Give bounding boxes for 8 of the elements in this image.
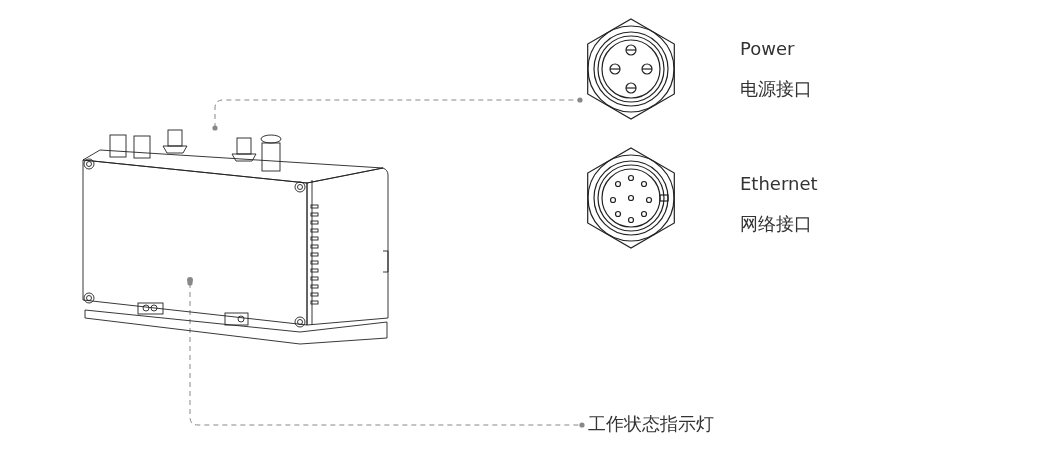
callout-text: 工作状态指示灯 — [587, 413, 714, 434]
connector-label: Power — [740, 37, 796, 61]
connector-label: 电源接口 — [740, 77, 812, 101]
connector-label: Ethernet — [740, 172, 818, 196]
connector-label: 网络接口 — [740, 212, 813, 236]
indicator-light-point — [187, 277, 193, 283]
leader-line — [187, 280, 585, 428]
leader-line — [212, 97, 583, 131]
